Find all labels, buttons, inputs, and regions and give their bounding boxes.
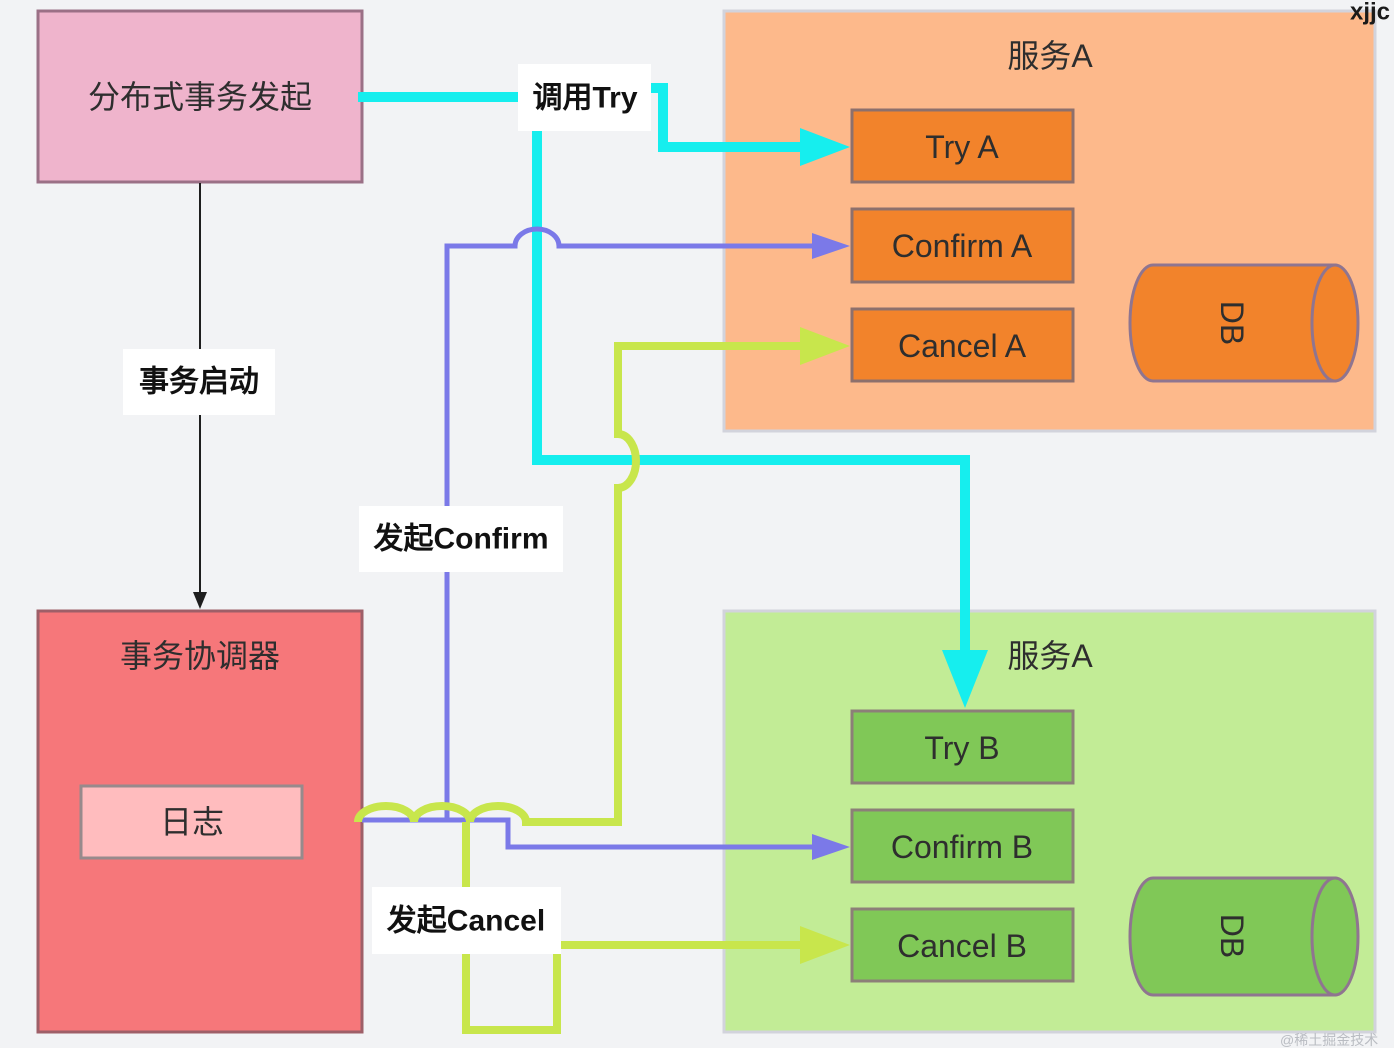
service-a-db-body — [1128, 263, 1337, 383]
confirm-connectors — [362, 226, 850, 860]
start-transaction-arrowhead — [193, 592, 207, 609]
confirm-b-node: Confirm B — [850, 808, 1075, 884]
edge-label-call-try: 调用Try — [518, 64, 651, 131]
confirm-a-line — [444, 226, 815, 822]
try-b-label: Try B — [924, 730, 999, 766]
cancel-a-label: Cancel A — [898, 328, 1027, 364]
coordinator-title: 事务协调器 — [120, 638, 280, 674]
confirm-a-arrowhead — [812, 233, 850, 259]
confirm-a-label: Confirm A — [892, 228, 1033, 264]
cancel-a-arrowhead — [800, 327, 850, 365]
service-a-panel: 服务A Try A Confirm A Cancel A DB — [722, 9, 1377, 433]
try-b-node: Try B — [850, 709, 1075, 785]
try-b-node-box — [850, 709, 1075, 785]
confirm-a-node-box — [850, 207, 1075, 284]
cancel-b-line — [462, 822, 806, 1034]
try-a-label: Try A — [925, 129, 999, 165]
edge-label-send-confirm: 发起Confirm — [359, 506, 563, 572]
initiator-label: 分布式事务发起 — [88, 79, 312, 115]
cancel-b-label: Cancel B — [897, 928, 1027, 964]
cancel-b-node: Cancel B — [850, 907, 1075, 983]
try-a-node-box — [850, 108, 1075, 184]
service-a-db-label: DB — [1214, 301, 1250, 345]
service-b-db-cap — [1310, 876, 1360, 997]
edge-label-call-try-bg — [518, 64, 651, 131]
log-label: 日志 — [160, 804, 224, 840]
coordinator-box: 事务协调器 日志 — [36, 609, 364, 1034]
edge-label-start-transaction: 事务启动 — [123, 349, 275, 415]
edge-label-start-transaction-text: 事务启动 — [139, 366, 259, 399]
initiator-box: 分布式事务发起 — [36, 9, 364, 184]
confirm-a-node: Confirm A — [850, 207, 1075, 284]
watermark: @稀土掘金技术 — [1280, 1032, 1378, 1048]
try-b-arrowhead — [942, 650, 988, 708]
confirm-b-line — [362, 817, 815, 850]
cancel-a-line — [354, 342, 806, 826]
initiator-box-shape — [36, 9, 364, 184]
service-a-database: DB — [1128, 263, 1360, 383]
edge-label-call-try-text: 调用Try — [532, 82, 637, 115]
edge-label-send-cancel: 发起Cancel — [372, 887, 561, 954]
corner-text: xjjc — [1350, 0, 1390, 26]
call-try-b-line — [532, 131, 970, 656]
cancel-connectors — [354, 327, 850, 1034]
service-a-db-cap — [1310, 263, 1360, 383]
cancel-b-node-box — [850, 907, 1075, 983]
service-b-panel: 服务A Try B Confirm B Cancel B DB — [722, 609, 1377, 1034]
try-a-arrowhead — [800, 128, 850, 166]
edge-label-send-cancel-bg — [372, 887, 561, 954]
log-box-shape — [79, 784, 304, 860]
edge-label-start-transaction-bg — [123, 349, 275, 415]
try-a-node: Try A — [850, 108, 1075, 184]
edge-label-send-confirm-text: 发起Confirm — [373, 523, 549, 556]
edge-label-send-confirm-bg — [359, 506, 563, 572]
cancel-b-arrowhead — [800, 926, 850, 964]
service-b-database: DB — [1128, 876, 1360, 997]
confirm-b-label: Confirm B — [891, 829, 1033, 865]
log-box: 日志 — [79, 784, 304, 860]
confirm-b-arrowhead — [812, 834, 850, 860]
service-b-db-label: DB — [1214, 914, 1250, 958]
service-a-title: 服务A — [1007, 38, 1093, 74]
confirm-b-node-box — [850, 808, 1075, 884]
service-b-title: 服务A — [1007, 638, 1093, 674]
edge-label-send-cancel-text: 发起Cancel — [386, 905, 545, 938]
cancel-a-node-box — [850, 307, 1075, 383]
cancel-a-node: Cancel A — [850, 307, 1075, 383]
service-b-db-body — [1128, 876, 1337, 997]
